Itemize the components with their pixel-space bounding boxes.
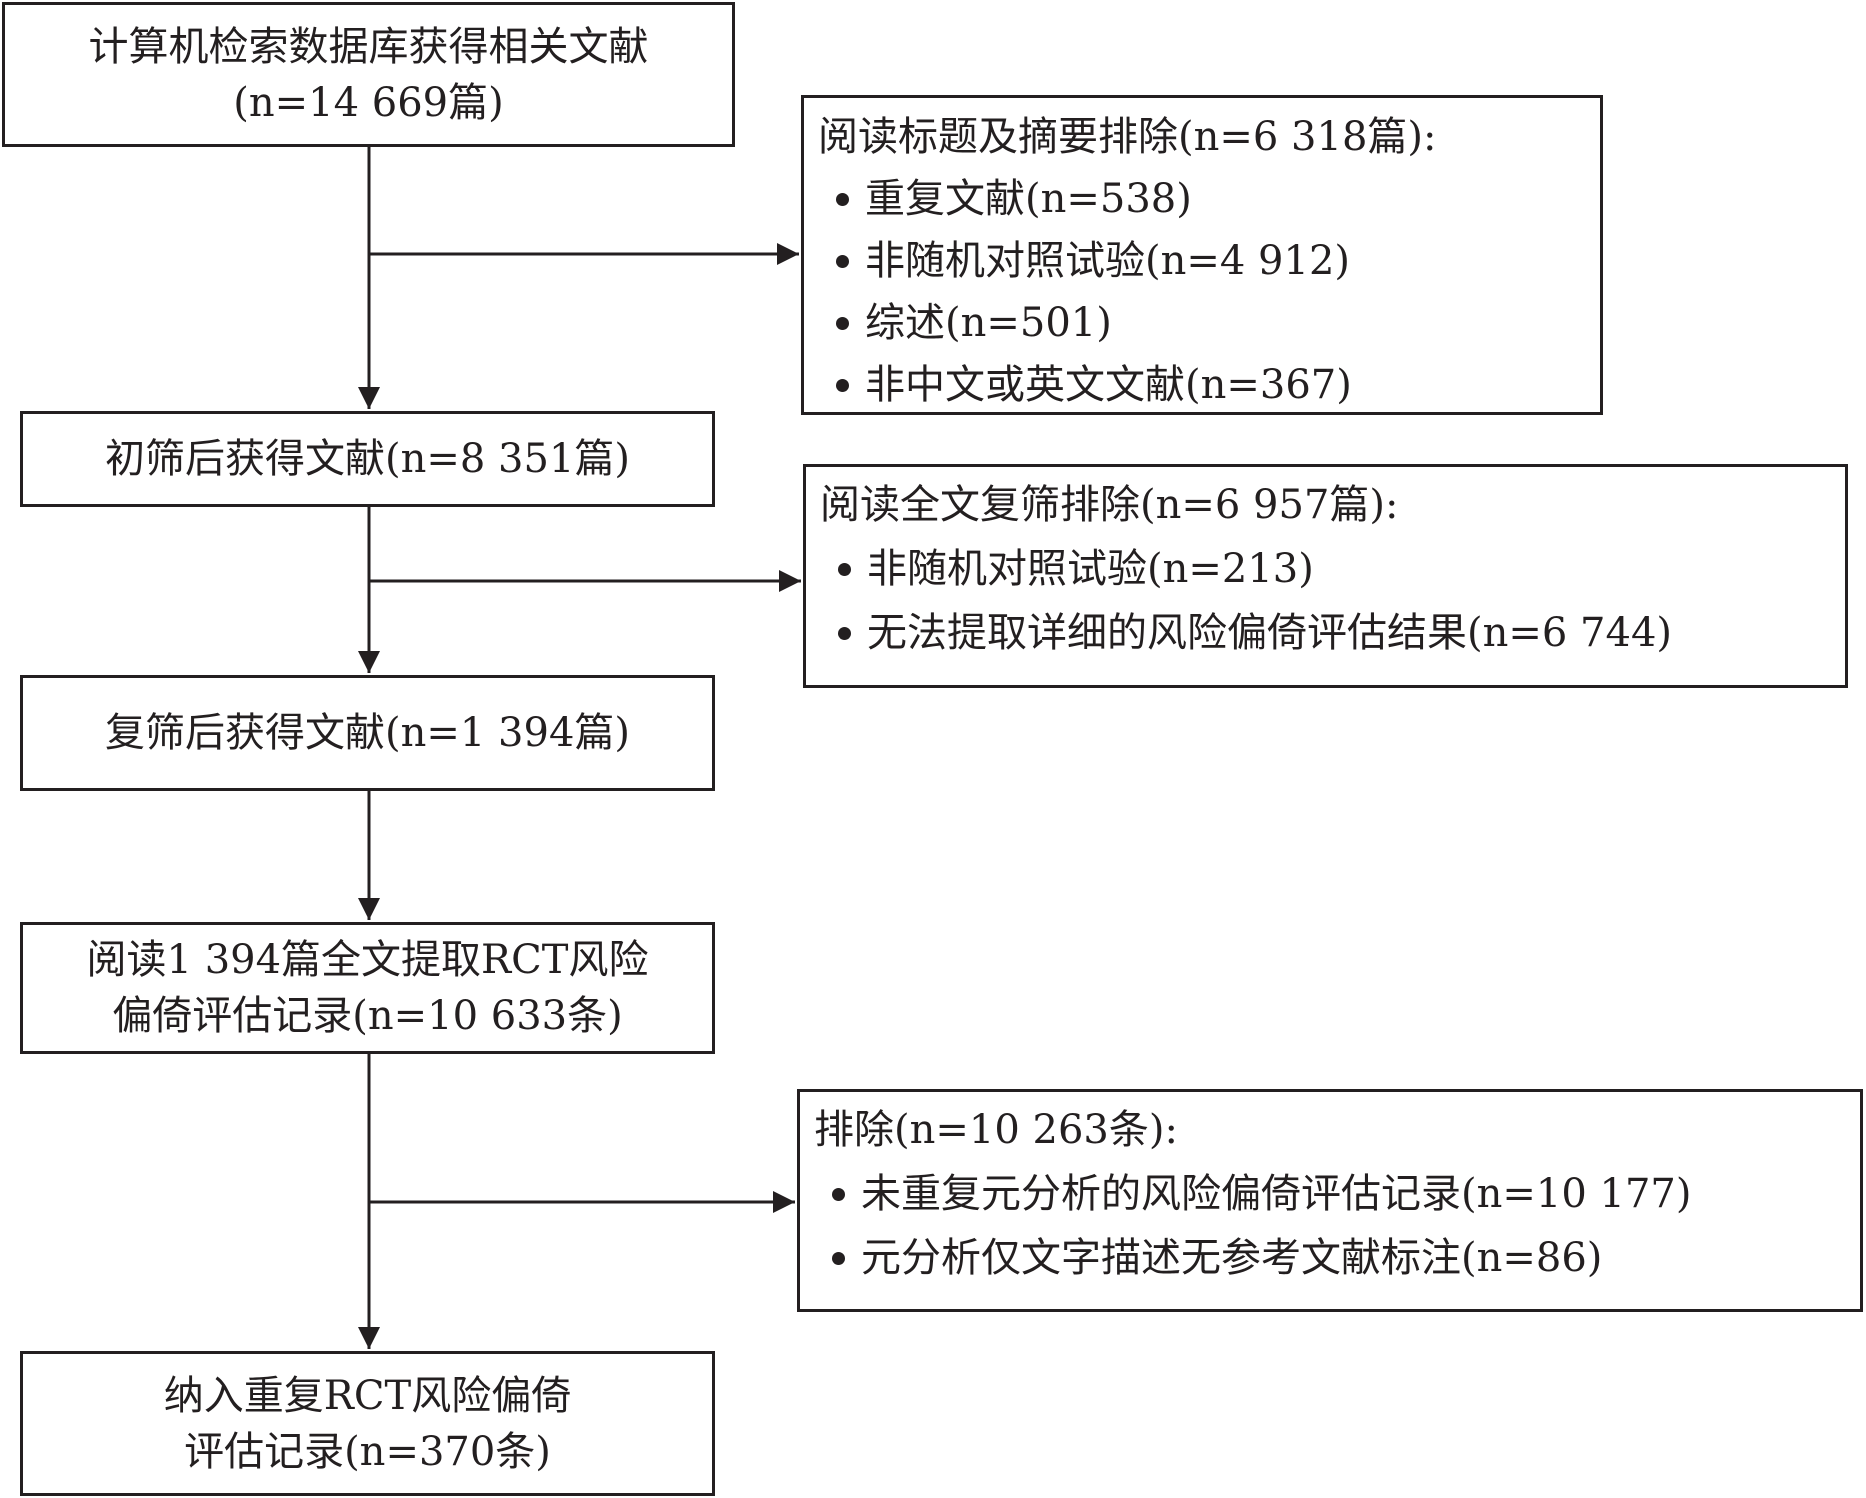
step-included: 纳入重复RCT风险偏倚 评估记录(n=370条): [20, 1351, 715, 1496]
exclusion-box-3: 排除(n=10 263条): 未重复元分析的风险偏倚评估记录(n=10 177)…: [797, 1089, 1863, 1312]
step-text: 计算机检索数据库获得相关文献: [88, 23, 649, 70]
exclusion-item: 非中文或英文文献(n=367): [818, 354, 1600, 416]
exclusion-item-text: 非随机对照试验(n=4 912): [865, 238, 1350, 284]
exclusion-item-text: 元分析仅文字描述无参考文献标注(n=86): [861, 1235, 1603, 1281]
step-text: 纳入重复RCT风险偏倚: [163, 1372, 572, 1419]
bullet-icon: [836, 316, 849, 330]
step-initial-screen: 初筛后获得文献(n=8 351篇): [20, 411, 715, 507]
exclusion-item-text: 重复文献(n=538): [865, 176, 1192, 222]
exclusion-item: 元分析仅文字描述无参考文献标注(n=86): [814, 1226, 1860, 1290]
exclusion-item: 无法提取详细的风险偏倚评估结果(n=6 744): [820, 601, 1845, 665]
exclusion-item-text: 无法提取详细的风险偏倚评估结果(n=6 744): [867, 610, 1672, 656]
step-text: (n=14 669篇): [233, 79, 504, 126]
exclusion-box-1: 阅读标题及摘要排除(n=6 318篇): 重复文献(n=538) 非随机对照试验…: [801, 95, 1603, 415]
exclusion-item-text: 综述(n=501): [865, 300, 1112, 346]
bullet-icon: [836, 254, 849, 268]
step-text: 复筛后获得文献(n=1 394篇): [105, 710, 630, 756]
exclusion-item: 非随机对照试验(n=213): [820, 537, 1845, 601]
exclusion-item-text: 非随机对照试验(n=213): [867, 546, 1314, 592]
step-text: 阅读1 394篇全文提取RCT风险: [86, 937, 649, 983]
exclusion-item-text: 未重复元分析的风险偏倚评估记录(n=10 177): [861, 1171, 1692, 1217]
bullet-icon: [838, 562, 851, 576]
exclusion-title: 阅读全文复筛排除(n=6 957篇):: [820, 482, 1399, 528]
exclusion-item: 非随机对照试验(n=4 912): [818, 230, 1600, 292]
bullet-icon: [832, 1251, 845, 1265]
exclusion-item: 未重复元分析的风险偏倚评估记录(n=10 177): [814, 1162, 1860, 1226]
step-text: 偏倚评估记录(n=10 633条): [112, 993, 623, 1039]
bullet-icon: [832, 1187, 845, 1201]
exclusion-item: 综述(n=501): [818, 292, 1600, 354]
bullet-icon: [836, 378, 849, 392]
exclusion-title: 排除(n=10 263条):: [814, 1107, 1178, 1153]
exclusion-item-text: 非中文或英文文献(n=367): [865, 362, 1352, 408]
step-text: 评估记录(n=370条): [184, 1428, 551, 1475]
exclusion-box-2: 阅读全文复筛排除(n=6 957篇): 非随机对照试验(n=213) 无法提取详…: [803, 464, 1848, 688]
step-text: 初筛后获得文献(n=8 351篇): [105, 436, 630, 482]
bullet-icon: [838, 626, 851, 640]
exclusion-item: 重复文献(n=538): [818, 168, 1600, 230]
step-extract: 阅读1 394篇全文提取RCT风险 偏倚评估记录(n=10 633条): [20, 922, 715, 1054]
exclusion-title: 阅读标题及摘要排除(n=6 318篇):: [818, 114, 1437, 160]
step-rescreen: 复筛后获得文献(n=1 394篇): [20, 675, 715, 791]
step-search: 计算机检索数据库获得相关文献 (n=14 669篇): [2, 2, 735, 147]
bullet-icon: [836, 192, 849, 206]
